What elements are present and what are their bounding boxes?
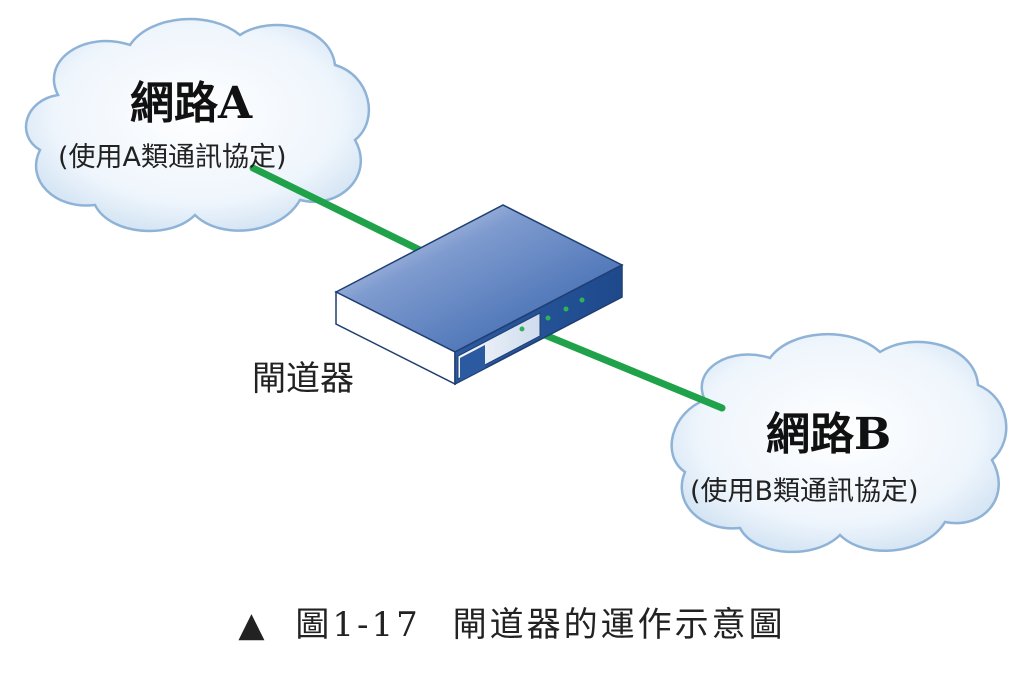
network-b-subtitle: (使用B類通訊協定): [690, 476, 919, 507]
caption-text: 閘道器的運作示意圖: [452, 605, 786, 645]
cloud-network-b: [670, 333, 1008, 554]
figure-caption: ▲ 圖1-17 閘道器的運作示意圖: [0, 608, 1024, 642]
link-gateway-to-b: [536, 329, 726, 412]
figure-number: 圖1-17: [295, 605, 421, 645]
network-a-subtitle: (使用A類通訊協定): [58, 142, 287, 173]
gateway-device: [334, 204, 624, 386]
status-led-icon: [545, 315, 551, 321]
link-a-to-gateway: [249, 164, 436, 260]
status-led-icon: [563, 306, 569, 312]
triangle-icon: ▲: [238, 605, 268, 645]
status-led-icon: [579, 297, 585, 303]
gateway-label: 閘道器: [252, 359, 354, 399]
status-led-icon: [519, 326, 525, 332]
network-b-title: 網路B: [766, 409, 892, 460]
network-a-title: 網路A: [130, 78, 253, 129]
cloud-network-a: [24, 17, 371, 233]
